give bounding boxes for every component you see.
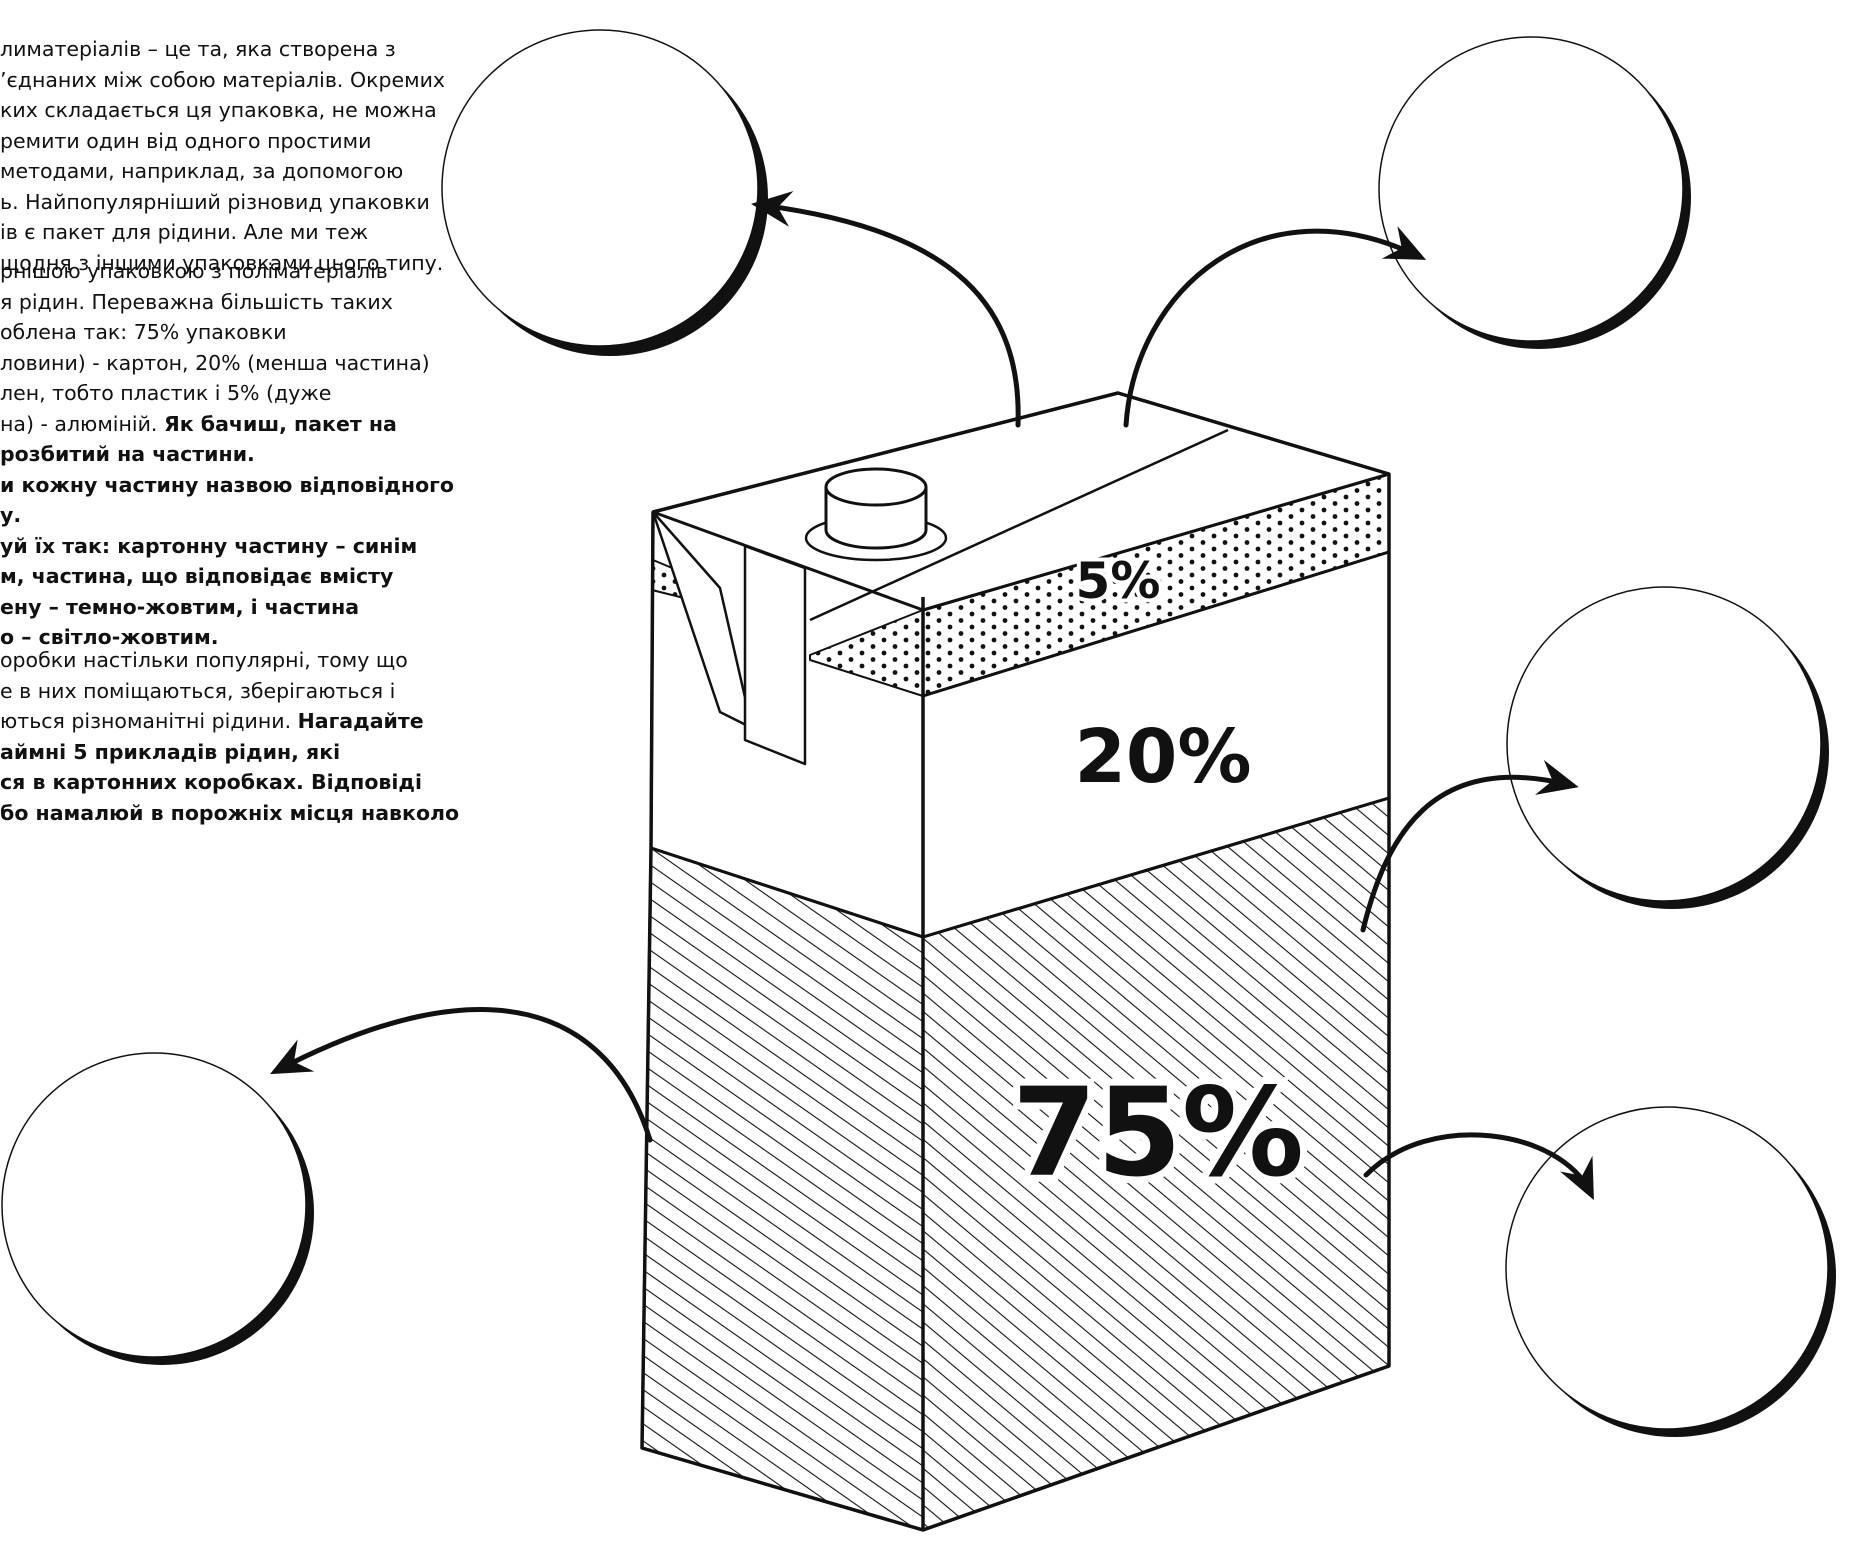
carton-left-cardboard <box>642 848 923 1530</box>
label-20-percent: 20% <box>1074 714 1251 800</box>
answer-circle[interactable] <box>1507 587 1829 909</box>
arrow-bottom-left <box>278 1010 650 1140</box>
arrow-top-left <box>760 205 1018 425</box>
arrow-top-right <box>1126 231 1418 425</box>
answer-circle[interactable] <box>2 1053 314 1365</box>
label-75-percent: 75% <box>1012 1062 1304 1204</box>
answer-circle[interactable] <box>1379 37 1691 349</box>
answer-circle[interactable] <box>442 30 768 356</box>
carton <box>642 393 1389 1530</box>
label-5-percent: 5% <box>1076 552 1161 610</box>
